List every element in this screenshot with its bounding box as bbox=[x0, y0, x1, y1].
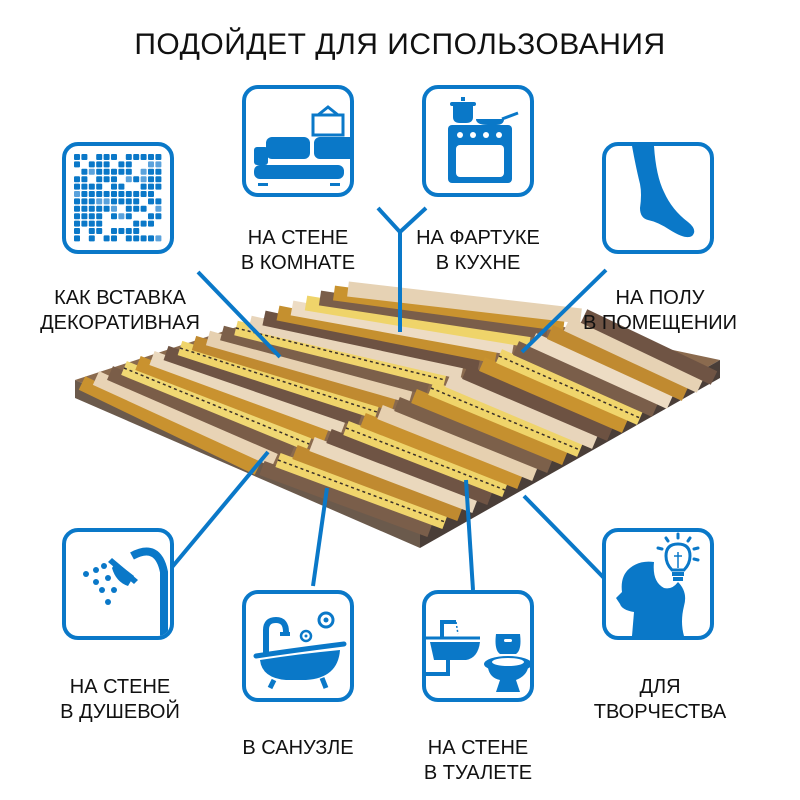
sofa-icon bbox=[254, 105, 350, 186]
use-card-room-wall bbox=[242, 85, 354, 197]
toilet-sink-icon bbox=[426, 620, 530, 692]
foot-icon bbox=[632, 146, 695, 238]
stove-icon bbox=[448, 97, 519, 183]
shower-icon bbox=[83, 547, 168, 636]
mosaic-grid-icon bbox=[74, 154, 162, 242]
page-title: ПОДОЙДЕТ ДЛЯ ИСПОЛЬЗОВАНИЯ bbox=[134, 28, 666, 61]
label-bathroom: В САНУЗЛЕ bbox=[242, 737, 354, 759]
use-card-bathroom bbox=[242, 590, 354, 702]
use-card-toilet-wall bbox=[422, 590, 534, 702]
use-card-indoor-floor bbox=[602, 142, 714, 254]
use-card-kitchen-backsplash bbox=[422, 85, 534, 197]
use-card-shower-wall bbox=[62, 528, 174, 640]
use-card-decorative-insert bbox=[62, 142, 174, 254]
head-lightbulb-icon bbox=[616, 532, 700, 636]
bathtub-icon bbox=[253, 611, 347, 690]
use-card-creativity bbox=[602, 528, 714, 640]
